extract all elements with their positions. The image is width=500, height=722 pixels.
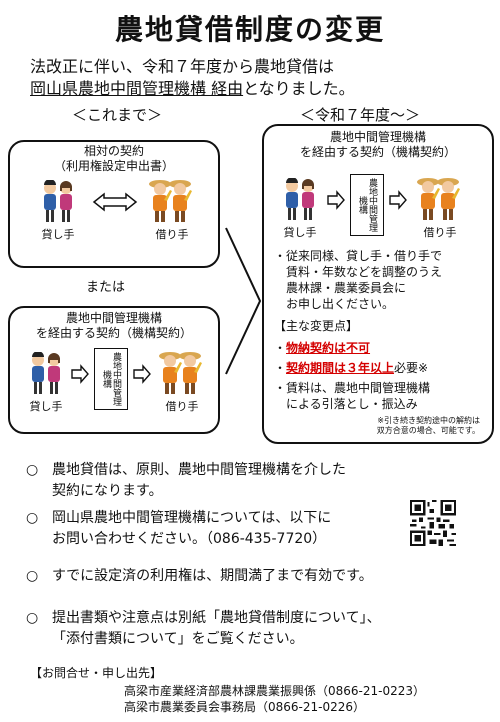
footnote-line: 双方合意の場合、可能です。 <box>376 426 480 435</box>
bullet-line: 岡山県農地中間管理機構については、以下に <box>52 510 332 526</box>
bullet-line: 農地貸借は、原則、農地中間管理機構を介した <box>52 462 346 478</box>
box-org-before-title-2: を経由する契約（機構契約） <box>35 326 192 340</box>
contact-line-2: 高梁市農業委員会事務局（0866-21-0226） <box>124 700 366 714</box>
right-arrow-icon <box>389 190 407 210</box>
change-3: ・賃料は、農地中間管理機構 による引落とし・振込み <box>274 380 430 412</box>
org-document: 農地中間管理機構 <box>94 348 128 410</box>
change-2-text: 契約期間は３年以上 <box>286 361 395 375</box>
box-after-title-1: 農地中間管理機構 <box>329 130 426 144</box>
footnote: ※引き続き契約途中の解約は 双方合意の場合、可能です。 <box>377 416 480 436</box>
bullet-line: すでに設定済の利用権は、期間満了まで有効です。 <box>52 568 373 584</box>
box-org-before-title-1: 農地中間管理機構 <box>65 311 162 325</box>
change-1-text: 物納契約は不可 <box>286 341 371 355</box>
box-direct-title-2: （利用権設定申出書） <box>53 159 174 173</box>
box-org-before: 農地中間管理機構 を経由する契約（機構契約） 貸し手 農地中間管理機構 借り手 <box>8 306 220 434</box>
bullet-item: ○ 提出書類や注意点は別紙「農地貸借制度について」、 「添付書類について」をご覧… <box>26 608 381 650</box>
box-direct-contract: 相対の契約 （利用権設定申出書） 貸し手 借り手 <box>8 140 220 268</box>
qr-code-icon <box>410 500 456 546</box>
intro-underlined: 岡山県農地中間管理機構 経由 <box>30 79 244 98</box>
intro-rest: となりました。 <box>243 79 355 98</box>
farmer-pair-icon <box>159 352 202 394</box>
change-1: ・物納契約は不可 <box>274 341 371 355</box>
change-2-rest: 必要※ <box>394 361 429 375</box>
double-arrow-icon <box>92 192 138 212</box>
desc-line: ・従来同様、貸し手・借り手で <box>274 249 443 263</box>
bullet-line: お問い合わせください。（086-435-7720） <box>52 531 327 547</box>
box-after-lender-label: 貸し手 <box>283 226 317 239</box>
bullet-item: ○ 岡山県農地中間管理機構については、以下に お問い合わせください。（086-4… <box>26 508 331 550</box>
person-pair-icon <box>286 178 314 220</box>
right-arrow-icon <box>133 364 151 384</box>
changes-header: 【主な変更点】 <box>274 319 359 333</box>
page-title: 農地貸借制度の変更 <box>114 13 385 46</box>
before-header: ＜これまで＞ <box>72 106 163 124</box>
bullet-mark: ○ <box>26 610 39 626</box>
contact-line-1: 高梁市産業経済部農林課農業振興係（0866-21-0223） <box>124 684 426 698</box>
desc-line: 農林課・農業委員会に <box>286 281 407 295</box>
intro-line-1: 法改正に伴い、令和７年度から農地貸借は <box>30 57 335 76</box>
bullet-item: ○ すでに設定済の利用権は、期間満了まで有効です。 <box>26 566 373 587</box>
right-arrow-icon <box>327 190 345 210</box>
bullet-line: 契約になります。 <box>52 483 163 499</box>
intro-line-2: 岡山県農地中間管理機構 経由となりました。 <box>30 78 355 100</box>
box-direct-lender-label: 貸し手 <box>41 228 75 241</box>
bullet-item: ○ 農地貸借は、原則、農地中間管理機構を介した 契約になります。 <box>26 460 346 502</box>
person-pair-icon <box>44 180 72 222</box>
bullet-mark: ○ <box>26 568 39 584</box>
org-document-label: 農地中間管理機構 <box>357 178 377 232</box>
bullet-mark: ○ <box>26 510 39 526</box>
box-org-before-lender-label: 貸し手 <box>29 400 63 413</box>
change-2: ・契約期間は３年以上必要※ <box>274 361 429 375</box>
bullet-mark: ○ <box>26 462 39 478</box>
right-arrow-icon <box>71 364 89 384</box>
box-after-title-2: を経由する契約（機構契約） <box>299 145 456 159</box>
contact-header: 【お問合せ・申し出先】 <box>30 666 163 680</box>
person-pair-icon <box>32 352 60 394</box>
box-after-desc: ・従来同様、貸し手・借り手で 賃料・年数などを調整のうえ 農林課・農業委員会に … <box>274 248 442 312</box>
or-text: または <box>86 280 126 295</box>
org-document-label: 農地中間管理機構 <box>101 352 121 406</box>
org-document: 農地中間管理機構 <box>350 174 384 236</box>
change-3-line: による引落とし・振込み <box>286 397 418 411</box>
big-chevron-arrow-icon <box>225 227 262 375</box>
bullet-line: 「添付書類について」をご覧ください。 <box>52 631 304 647</box>
farmer-pair-icon <box>149 180 192 222</box>
box-direct-title-1: 相対の契約 <box>83 144 144 158</box>
box-direct-borrower-label: 借り手 <box>155 228 189 241</box>
box-after: 農地中間管理機構 を経由する契約（機構契約） 貸し手 農地中間管理機構 借り手 … <box>262 124 494 444</box>
change-3-line: ・賃料は、農地中間管理機構 <box>274 381 431 395</box>
box-after-borrower-label: 借り手 <box>423 226 457 239</box>
footnote-line: ※引き続き契約途中の解約は <box>377 416 480 425</box>
desc-line: お申し出ください。 <box>286 297 395 311</box>
after-header: ＜令和７年度～＞ <box>300 106 421 124</box>
desc-line: 賃料・年数などを調整のうえ <box>286 265 443 279</box>
box-org-before-borrower-label: 借り手 <box>165 400 199 413</box>
bullet-line: 提出書類や注意点は別紙「農地貸借制度について」、 <box>52 610 381 626</box>
farmer-pair-icon <box>417 178 460 220</box>
